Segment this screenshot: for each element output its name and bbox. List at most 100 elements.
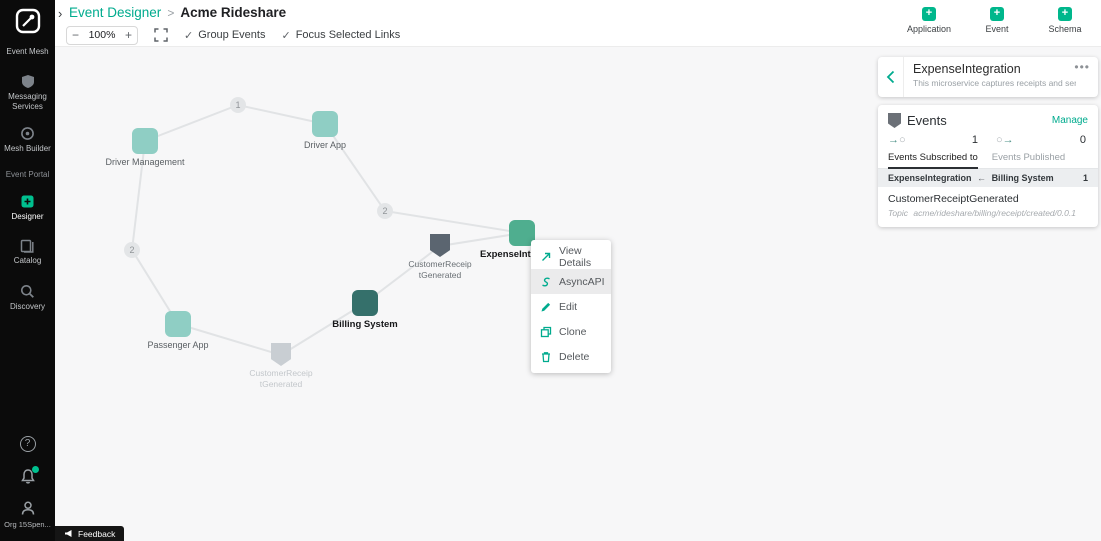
context-menu-label: Delete (559, 350, 590, 363)
fit-to-screen-icon[interactable] (154, 28, 168, 42)
mesh-builder-icon (21, 127, 34, 140)
sidebar-item-mesh-builder[interactable]: Mesh Builder (0, 126, 55, 154)
context-menu-clone[interactable]: Clone (531, 319, 611, 344)
checkmark-icon: ✓ (184, 29, 194, 42)
graph-node-driver-app[interactable]: Driver App (283, 111, 367, 150)
topic-label: Topic (888, 208, 909, 218)
sidebar-item-label: Discovery (9, 302, 46, 311)
sidebar: Event Mesh Messaging Services Mesh Build… (0, 0, 55, 541)
create-event-button[interactable]: + Event (971, 7, 1023, 34)
node-context-menu: View Details AsyncAPI Edit Clone De (531, 240, 611, 373)
solace-logo[interactable] (0, 7, 55, 38)
canvas-toolbar: − 100% + ✓ Group Events ✓ Focus Selected… (66, 25, 400, 45)
sidebar-item-label: Messaging Services (8, 92, 47, 112)
delete-trash-icon (542, 351, 550, 362)
notifications-button[interactable] (0, 466, 55, 488)
relation-text: ExpenseIntegration ← Billing System (888, 173, 1054, 183)
sidebar-item-discovery[interactable]: Discovery (0, 284, 55, 312)
breadcrumb-page-title: Acme Rideshare (180, 5, 287, 20)
node-label: Driver Management (105, 157, 185, 167)
published-stat: ○→ 0 (992, 134, 1088, 146)
graph-node-passenger-app[interactable]: Passenger App (136, 311, 220, 350)
feedback-label: Feedback (78, 528, 116, 539)
help-icon: ? (19, 436, 36, 452)
event-relation-row[interactable]: ExpenseIntegration ← Billing System 1 (878, 169, 1098, 187)
clone-icon (540, 326, 552, 337)
sidebar-item-designer[interactable]: Designer (0, 194, 55, 222)
breadcrumb: Event Designer > Acme Rideshare (69, 5, 286, 20)
discovery-icon (21, 285, 34, 298)
sidebar-section-event-portal: Event Portal (5, 170, 50, 179)
feedback-megaphone-icon (65, 530, 72, 537)
panel-title: ExpenseIntegration (913, 62, 1021, 76)
node-label: CustomerReceiptGenerated (249, 368, 313, 389)
panel-back-button[interactable] (878, 57, 904, 97)
zoom-level: 100% (88, 29, 116, 41)
subscribed-stat: →○ 1 (888, 134, 992, 146)
context-menu-view-details[interactable]: View Details (531, 244, 611, 269)
zoom-control: − 100% + (66, 25, 138, 45)
edge-group-badge[interactable]: 2 (377, 203, 393, 219)
create-button-label: Application (906, 24, 952, 34)
application-node-icon (165, 311, 191, 337)
tab-events-published[interactable]: Events Published (991, 152, 1066, 163)
zoom-in-button[interactable]: + (124, 27, 132, 42)
graph-node-expense-integration[interactable]: ExpenseIntegration (480, 220, 568, 260)
graph-node-driver-management[interactable]: Driver Management (103, 128, 187, 167)
breadcrumb-section[interactable]: Event Designer (69, 5, 162, 20)
zoom-out-button[interactable]: − (71, 27, 79, 42)
graph-node-billing-system[interactable]: Billing System (323, 290, 407, 330)
user-icon (21, 501, 34, 515)
application-node-icon (312, 111, 338, 137)
events-stats: →○ 1 ○→ 0 (878, 133, 1098, 152)
edit-pencil-icon (541, 302, 551, 311)
event-plus-icon: + (990, 7, 1004, 21)
context-menu-edit[interactable]: Edit (531, 294, 611, 319)
sidebar-item-label: Catalog (13, 256, 42, 265)
messaging-services-icon (21, 75, 34, 88)
help-button[interactable]: ? (0, 436, 55, 452)
top-header: › Event Designer > Acme Rideshare − 100%… (55, 0, 1101, 47)
panel-subtitle: This microservice captures receipts and … (913, 78, 1076, 88)
org-label[interactable]: Org 15Spen... (4, 520, 51, 529)
context-menu-label: AsyncAPI (559, 275, 605, 288)
event-node-icon (430, 234, 450, 257)
asyncapi-icon (542, 277, 550, 286)
view-details-icon (542, 252, 551, 261)
create-schema-button[interactable]: + Schema (1039, 7, 1091, 34)
events-panel-card: Events Manage →○ 1 ○→ 0 Events Subscribe… (878, 105, 1098, 227)
sidebar-item-messaging-services[interactable]: Messaging Services (0, 74, 55, 113)
event-name: CustomerReceiptGenerated (888, 193, 1019, 205)
event-list-item[interactable]: CustomerReceiptGenerated Topic acme/ride… (878, 187, 1098, 226)
events-shield-icon (888, 113, 901, 128)
event-topic: Topic acme/rideshare/billing/receipt/cre… (888, 208, 1088, 218)
graph-node-customer-receipt-generated[interactable]: CustomerReceiptGenerated (398, 234, 482, 280)
relation-target: Billing System (991, 173, 1054, 183)
context-menu-asyncapi[interactable]: AsyncAPI (531, 269, 611, 294)
edge-group-badge[interactable]: 1 (230, 97, 246, 113)
sidebar-item-event-mesh[interactable]: Event Mesh (0, 47, 55, 57)
subscribed-count: 1 (971, 134, 978, 146)
graph-node-customer-receipt-generated-faded[interactable]: CustomerReceiptGenerated (239, 343, 323, 389)
feedback-button[interactable]: Feedback (55, 526, 125, 541)
more-options-icon[interactable]: ••• (1074, 60, 1090, 74)
create-button-label: Event (985, 24, 1009, 34)
node-label: CustomerReceiptGenerated (408, 259, 472, 280)
sidebar-expand-chevron-icon[interactable]: › (58, 6, 63, 21)
tab-events-subscribed-to[interactable]: Events Subscribed to (888, 152, 978, 169)
application-plus-icon: + (922, 7, 936, 21)
context-menu-label: View Details (559, 244, 592, 269)
panel-header-texts: ExpenseIntegration This microservice cap… (904, 57, 1098, 97)
sidebar-item-catalog[interactable]: Catalog (0, 239, 55, 266)
edge-group-badge[interactable]: 2 (124, 242, 140, 258)
catalog-icon (20, 239, 34, 253)
group-events-toggle[interactable]: ✓ Group Events (184, 29, 265, 42)
create-application-button[interactable]: + Application (903, 7, 955, 34)
published-count: 0 (1079, 134, 1086, 146)
manage-events-link[interactable]: Manage (1051, 115, 1088, 126)
user-menu-button[interactable] (0, 500, 55, 519)
node-label: Billing System (332, 319, 398, 330)
focus-selected-links-toggle[interactable]: ✓ Focus Selected Links (281, 29, 400, 42)
node-label: Passenger App (147, 340, 209, 350)
context-menu-delete[interactable]: Delete (531, 344, 611, 369)
